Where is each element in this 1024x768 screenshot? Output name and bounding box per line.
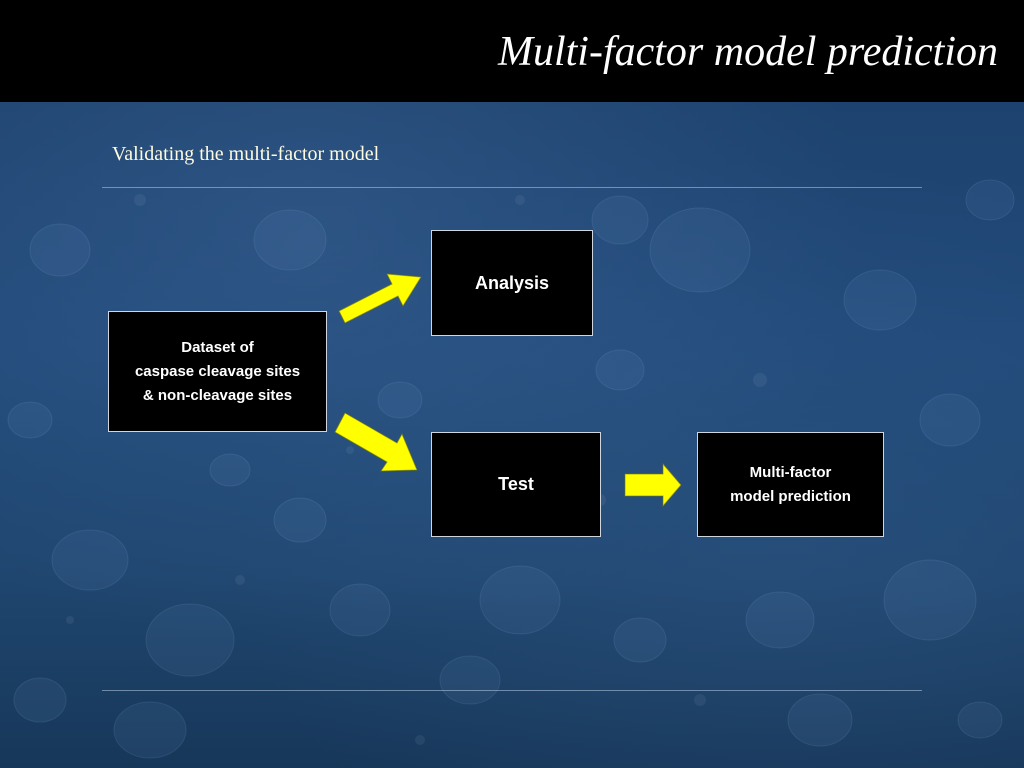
dataset-box: Dataset of caspase cleavage sites & non-… xyxy=(108,311,327,432)
model-line-2: model prediction xyxy=(730,487,851,505)
slide-title: Multi-factor model prediction xyxy=(497,29,998,75)
test-box: Test xyxy=(431,432,601,537)
analysis-label: Analysis xyxy=(474,272,550,293)
dataset-line-1: Dataset of xyxy=(181,338,254,356)
slide-subtitle: Validating the multi-factor model xyxy=(112,143,380,165)
analysis-box: Analysis xyxy=(431,230,593,336)
model-prediction-box: Multi-factor model prediction xyxy=(697,432,884,537)
test-label: Test xyxy=(498,474,534,494)
dataset-line-2: caspase cleavage sites xyxy=(134,362,301,380)
dataset-line-3: & non-cleavage sites xyxy=(142,386,293,404)
bottom-divider xyxy=(102,690,922,691)
model-line-1: Multi-factor xyxy=(749,463,832,481)
title-bar: Multi-factor model prediction xyxy=(0,0,1024,102)
top-divider xyxy=(102,187,922,188)
